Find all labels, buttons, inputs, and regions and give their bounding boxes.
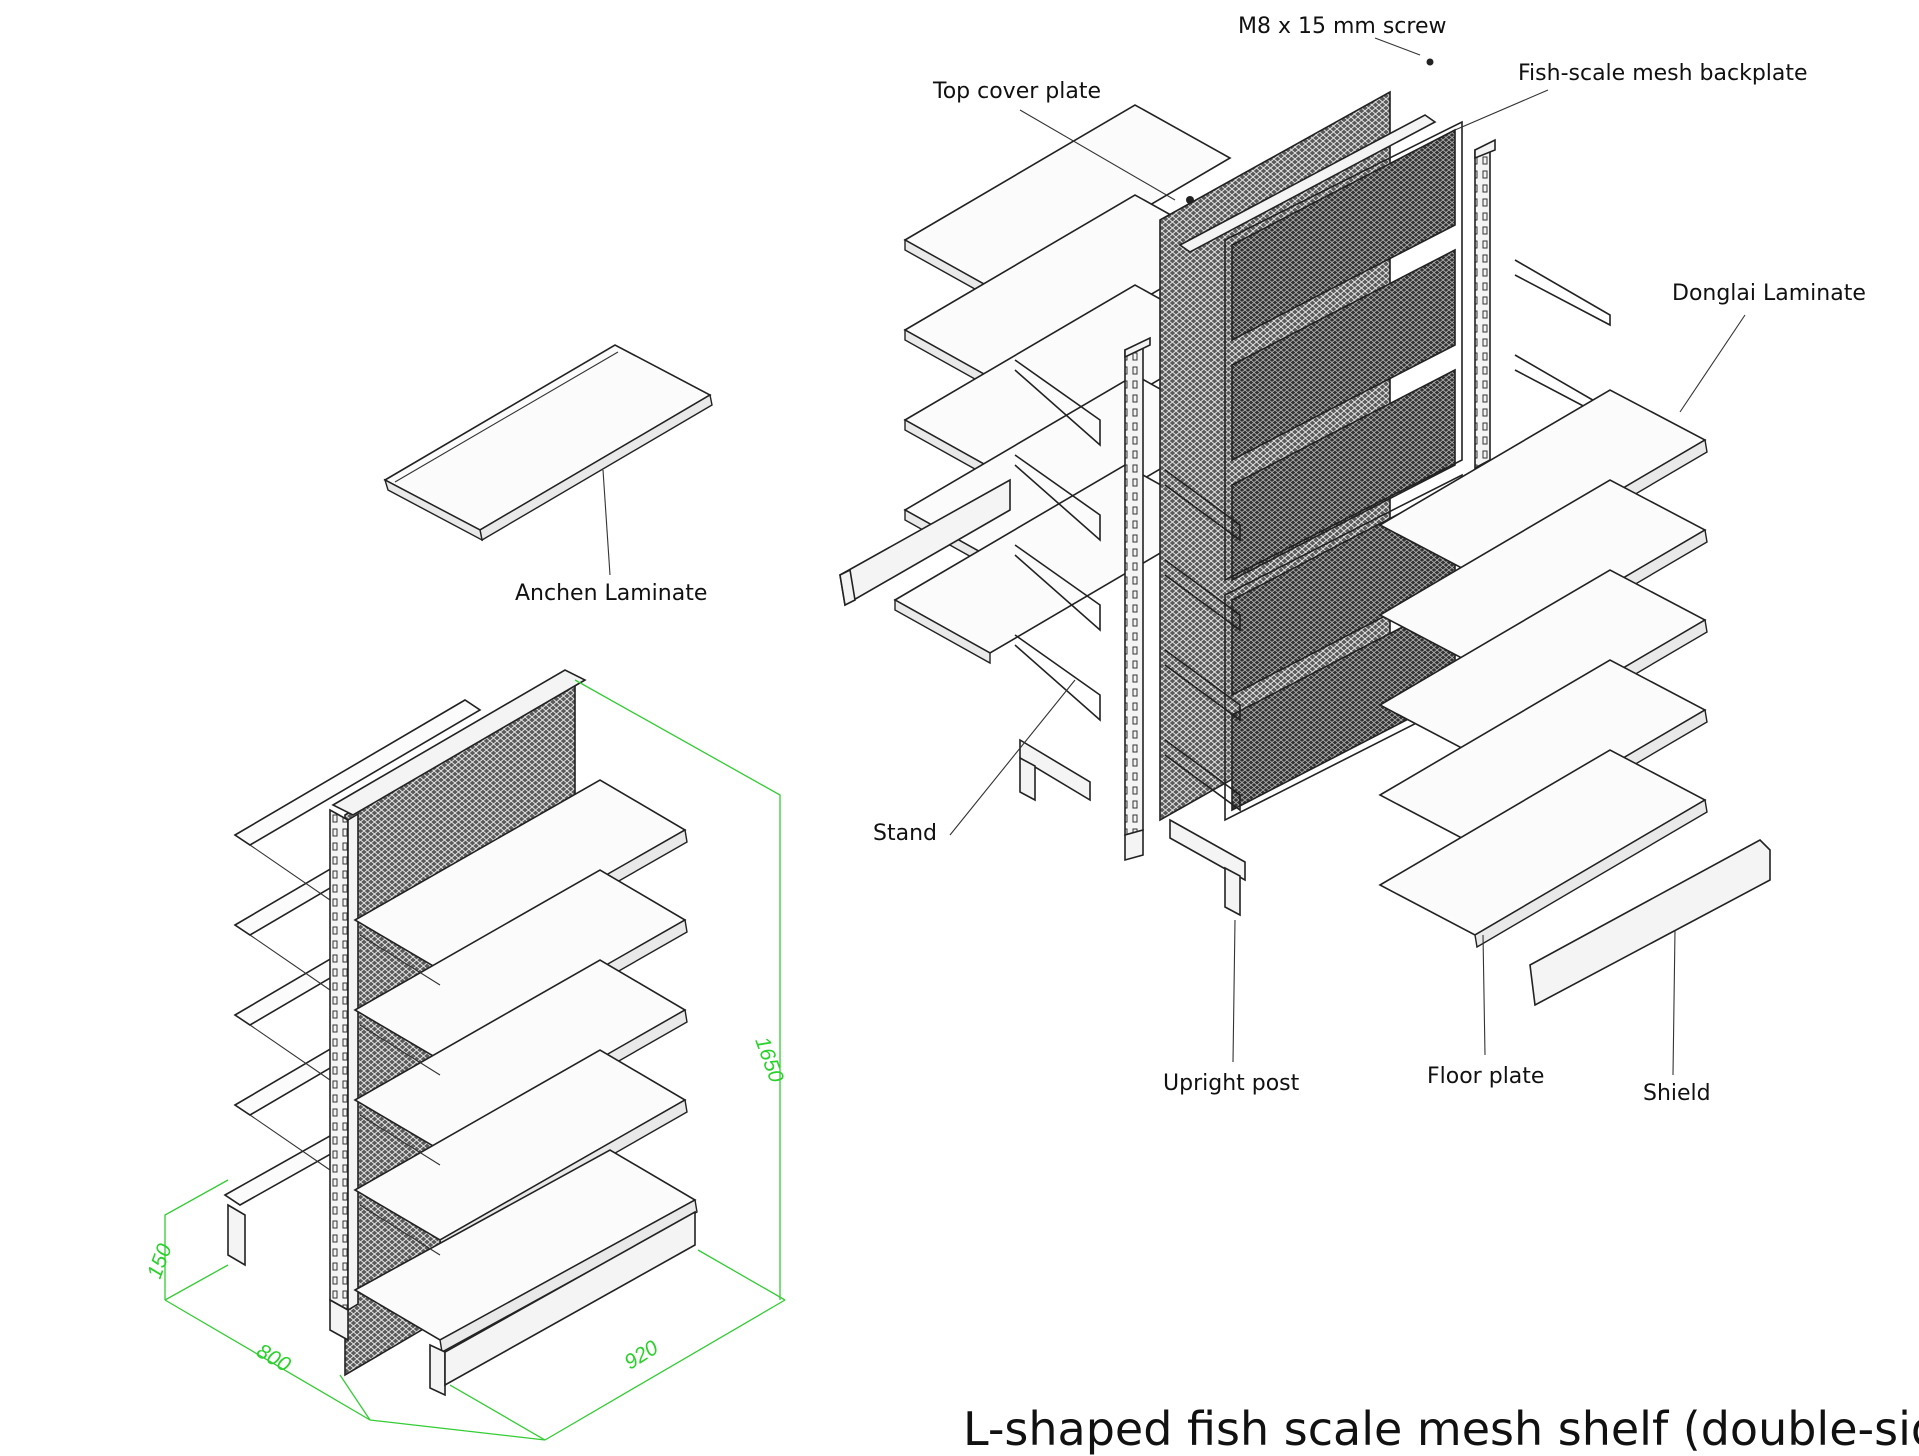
dim-height: 1650	[750, 1034, 788, 1086]
label-donglai-laminate: Donglai Laminate	[1672, 281, 1866, 306]
shield-part	[1529, 839, 1771, 1007]
donglai-laminates	[1378, 389, 1708, 949]
left-brackets	[1014, 359, 1101, 722]
label-stand: Stand	[873, 821, 937, 846]
label-floor-plate: Floor plate	[1427, 1064, 1544, 1089]
page-title: L-shaped fish scale mesh shelf (double-s…	[963, 1402, 1919, 1456]
anchen-laminate-part	[383, 344, 713, 542]
leader-lines	[602, 37, 1746, 1076]
label-anchen-laminate: Anchen Laminate	[515, 581, 707, 606]
label-upright-post: Upright post	[1163, 1071, 1300, 1096]
dim-depth: 800	[253, 1339, 295, 1377]
exploded-view	[839, 58, 1771, 1007]
part-labels: M8 x 15 mm screw Top cover plate Fish-sc…	[515, 14, 1866, 1106]
dim-width: 920	[620, 1336, 662, 1374]
label-top-cover-plate: Top cover plate	[932, 79, 1101, 104]
label-fish-scale-backplate: Fish-scale mesh backplate	[1518, 61, 1808, 86]
assembled-shelf	[223, 669, 698, 1397]
fish-scale-backplates	[1224, 120, 1463, 822]
right-brackets	[1164, 259, 1611, 812]
dim-base-height: 150	[143, 1241, 177, 1282]
front-upright	[1124, 343, 1144, 837]
stand-base	[1019, 738, 1246, 917]
front-shelves	[353, 779, 698, 1397]
label-screw: M8 x 15 mm screw	[1238, 14, 1446, 39]
label-shield: Shield	[1643, 1081, 1711, 1106]
